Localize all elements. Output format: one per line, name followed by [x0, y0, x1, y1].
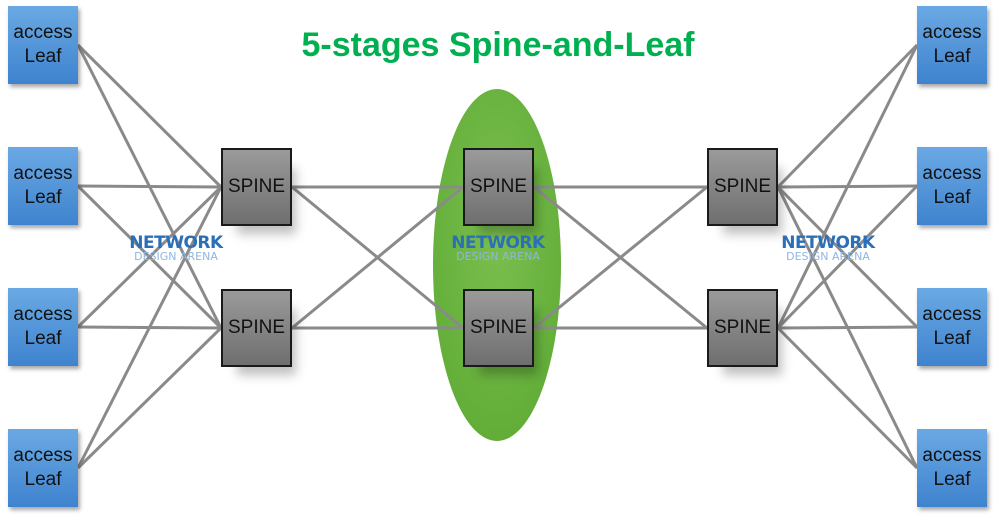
leaf-label-line2: Leaf [24, 469, 62, 490]
link-l4-sl2 [76, 326, 223, 470]
leaf-label-line2: Leaf [24, 46, 62, 67]
spine-label: SPINE [227, 176, 286, 197]
right-spine-1[interactable]: SPINE [707, 148, 778, 226]
left-access-leaf-2[interactable]: access Leaf [8, 147, 78, 225]
left-access-leaf-1[interactable]: access Leaf [8, 6, 78, 84]
leaf-label-line1: access [13, 445, 73, 466]
leaf-label-line1: access [922, 445, 982, 466]
watermark-line2: DESIGN ARENA [134, 250, 218, 263]
link-sr2-r3 [777, 325, 918, 330]
leaf-label-line1: access [922, 22, 982, 43]
right-access-leaf-2[interactable]: access Leaf [917, 147, 987, 225]
watermark-right: NETWORK DESIGN ARENA [770, 233, 886, 263]
leaf-label-line1: access [13, 163, 73, 184]
watermark-line2: DESIGN ARENA [786, 250, 870, 263]
link-l4-sl1 [76, 186, 223, 469]
core-spine-group-ellipse [433, 89, 561, 441]
links-layer [76, 43, 919, 470]
leaf-label-line1: access [922, 163, 982, 184]
right-access-leaf-4[interactable]: access Leaf [917, 429, 987, 507]
link-sm2-sr1 [533, 185, 708, 330]
link-sr2-r4 [776, 326, 919, 470]
left-spine-1[interactable]: SPINE [221, 148, 292, 226]
leaf-label-line2: Leaf [933, 469, 971, 490]
leaf-label-line2: Leaf [933, 187, 971, 208]
leaf-label-line2: Leaf [24, 328, 62, 349]
left-spine-2[interactable]: SPINE [221, 289, 292, 367]
spine-label: SPINE [469, 176, 528, 197]
leaf-label-line2: Leaf [24, 187, 62, 208]
right-access-leaf-1[interactable]: access Leaf [917, 6, 987, 84]
link-sr2-r1 [776, 44, 919, 329]
link-sr1-r1 [776, 43, 919, 189]
middle-spine-1[interactable]: SPINE [463, 148, 534, 226]
link-sr2-r2 [776, 184, 919, 330]
spine-label: SPINE [469, 317, 528, 338]
link-l3-sl1 [76, 185, 223, 329]
leaf-label-line1: access [13, 22, 73, 43]
link-sl2-sm1 [291, 185, 464, 330]
spine-label: SPINE [227, 317, 286, 338]
watermark-line1: NETWORK [129, 233, 223, 253]
link-l1-sl1 [76, 43, 223, 189]
left-access-leaf-3[interactable]: access Leaf [8, 288, 78, 366]
right-access-leaf-3[interactable]: access Leaf [917, 288, 987, 366]
left-access-leaf-4[interactable]: access Leaf [8, 429, 78, 507]
spine-label: SPINE [713, 317, 772, 338]
watermark-center: NETWORK DESIGN ARENA [442, 233, 554, 263]
leaf-label-line2: Leaf [933, 46, 971, 67]
diagram-title: 5-stages Spine-and-Leaf [301, 26, 695, 64]
watermark-left: NETWORK DESIGN ARENA [118, 233, 234, 263]
watermark-line2: DESIGN ARENA [456, 250, 540, 263]
watermark-line1: NETWORK [781, 233, 875, 253]
link-l2-sl1 [77, 184, 222, 189]
leaf-label-line1: access [13, 304, 73, 325]
leaf-label-line2: Leaf [933, 328, 971, 349]
spine-label: SPINE [713, 176, 772, 197]
right-spine-2[interactable]: SPINE [707, 289, 778, 367]
leaf-label-line1: access [922, 304, 982, 325]
middle-spine-2[interactable]: SPINE [463, 289, 534, 367]
watermark-line1: NETWORK [451, 233, 545, 253]
